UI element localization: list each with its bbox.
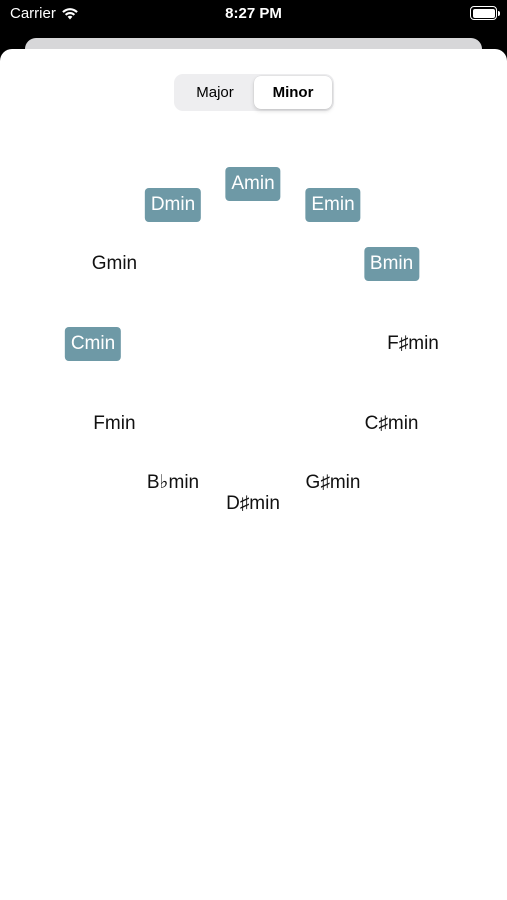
- chord-1[interactable]: Emin: [305, 188, 361, 223]
- battery-icon: [470, 6, 500, 20]
- segment-minor[interactable]: Minor: [254, 76, 332, 109]
- chord-9[interactable]: Cmin: [64, 327, 122, 361]
- chord-3[interactable]: F♯min: [387, 333, 439, 354]
- chord-2[interactable]: Bmin: [363, 247, 420, 281]
- battery-level: [472, 8, 495, 18]
- chord-4[interactable]: C♯min: [364, 413, 419, 434]
- chord-0[interactable]: Amin: [225, 167, 281, 201]
- battery-tip: [498, 10, 500, 16]
- carrier: Carrier: [10, 5, 79, 22]
- chord-6[interactable]: D♯min: [226, 493, 280, 514]
- segment-major[interactable]: Major: [196, 84, 234, 101]
- status-time: 8:27 PM: [225, 5, 282, 22]
- scale-segmented-control[interactable]: Major Minor: [174, 74, 334, 111]
- carrier-label: Carrier: [10, 5, 56, 22]
- chord-10[interactable]: Gmin: [91, 253, 138, 274]
- wifi-icon: [62, 8, 78, 20]
- chord-11[interactable]: Dmin: [144, 188, 202, 223]
- chord-5[interactable]: G♯min: [305, 471, 361, 493]
- status-bar: Carrier 8:27 PM: [0, 0, 507, 30]
- chord-8[interactable]: Fmin: [93, 413, 136, 434]
- chord-7[interactable]: B♭min: [146, 472, 200, 494]
